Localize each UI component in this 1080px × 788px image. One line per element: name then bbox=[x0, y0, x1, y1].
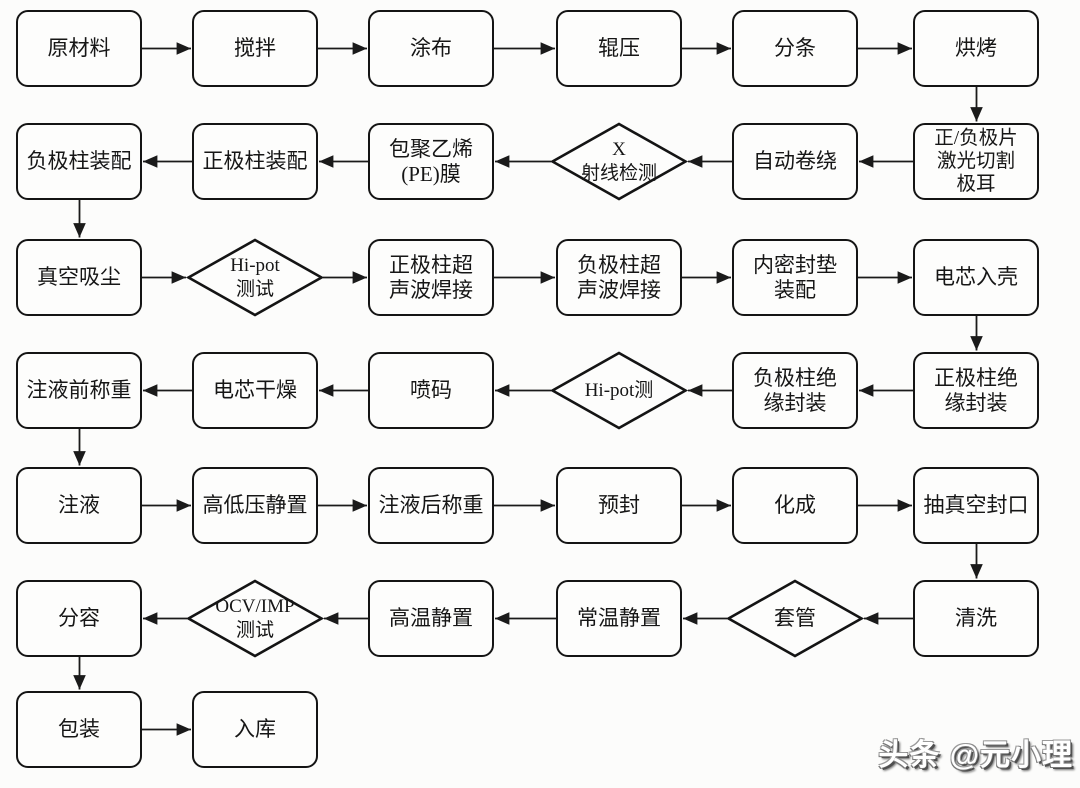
node-label: OCV/IMP 测试 bbox=[215, 596, 295, 641]
node-label: 原材料 bbox=[47, 36, 111, 61]
node-pre-sealing: 预封 bbox=[556, 467, 682, 544]
node-slitting: 分条 bbox=[732, 10, 858, 87]
node-negative-pole-insulation-sealing: 负极柱绝 缘封装 bbox=[732, 352, 858, 429]
node-cell-into-case: 电芯入壳 bbox=[913, 239, 1039, 316]
node-pre-injection-weighing: 注液前称重 bbox=[16, 352, 142, 429]
node-vacuum-sealing: 抽真空封口 bbox=[913, 467, 1039, 544]
flow-arrows bbox=[73, 42, 983, 736]
node-label: 负极柱超 声波焊接 bbox=[577, 252, 661, 302]
node-label: 套管 bbox=[774, 606, 816, 631]
watermark: 头条 @元小理 bbox=[878, 739, 1073, 772]
node-label: 预封 bbox=[598, 493, 640, 518]
node-high-temperature-standing: 高温静置 bbox=[368, 580, 494, 657]
node-label: 抽真空封口 bbox=[923, 493, 1029, 518]
node-label: 喷码 bbox=[410, 378, 452, 403]
node-positive-pole-ultrasonic-welding: 正极柱超 声波焊接 bbox=[368, 239, 494, 316]
node-auto-winding: 自动卷绕 bbox=[732, 123, 858, 200]
node-room-temperature-standing: 常温静置 bbox=[556, 580, 682, 657]
node-label: 负极柱绝 缘封装 bbox=[753, 365, 837, 415]
node-label: 辊压 bbox=[598, 36, 640, 61]
node-label: 化成 bbox=[774, 493, 816, 518]
node-label: 负极柱装配 bbox=[26, 149, 132, 174]
node-label: 正极柱装配 bbox=[202, 149, 308, 174]
node-pe-film-wrapping: 包聚乙烯 (PE)膜 bbox=[368, 123, 494, 200]
node-ocv-imp-test: OCV/IMP 测试 bbox=[185, 579, 325, 658]
node-label: 注液后称重 bbox=[378, 493, 484, 518]
diamond-shape bbox=[549, 122, 689, 201]
node-mixing: 搅拌 bbox=[192, 10, 318, 87]
node-capacity-grading: 分容 bbox=[16, 580, 142, 657]
node-label: 常温静置 bbox=[577, 606, 661, 631]
node-label: 烘烤 bbox=[955, 36, 997, 61]
node-label: 正极柱绝 缘封装 bbox=[934, 365, 1018, 415]
node-code-spraying: 喷码 bbox=[368, 352, 494, 429]
node-post-injection-weighing: 注液后称重 bbox=[368, 467, 494, 544]
node-label: 入库 bbox=[234, 717, 276, 742]
node-roll-pressing: 辊压 bbox=[556, 10, 682, 87]
diamond-shape bbox=[185, 579, 325, 658]
node-positive-pole-assembly: 正极柱装配 bbox=[192, 123, 318, 200]
node-label: X 射线检测 bbox=[580, 139, 657, 184]
node-label: 自动卷绕 bbox=[753, 149, 837, 174]
node-label: 内密封垫 装配 bbox=[753, 252, 837, 302]
node-label: 分条 bbox=[774, 36, 816, 61]
node-label: 包装 bbox=[58, 717, 100, 742]
node-vacuum-dust-removal: 真空吸尘 bbox=[16, 239, 142, 316]
node-packaging: 包装 bbox=[16, 691, 142, 768]
node-label: 注液 bbox=[58, 493, 100, 518]
node-label: 高低压静置 bbox=[202, 493, 308, 518]
diamond-shape bbox=[185, 238, 325, 317]
node-label: 清洗 bbox=[955, 606, 997, 631]
node-formation: 化成 bbox=[732, 467, 858, 544]
diamond-shape bbox=[725, 579, 865, 658]
node-label: 包聚乙烯 (PE)膜 bbox=[389, 136, 473, 186]
node-label: Hi-pot测 bbox=[584, 379, 654, 401]
node-label: 正/负极片 激光切割 极耳 bbox=[934, 128, 1018, 195]
node-label: 电芯干燥 bbox=[213, 378, 297, 403]
node-xray-inspection: X 射线检测 bbox=[549, 122, 689, 201]
node-baking: 烘烤 bbox=[913, 10, 1039, 87]
node-negative-pole-ultrasonic-welding: 负极柱超 声波焊接 bbox=[556, 239, 682, 316]
node-coating: 涂布 bbox=[368, 10, 494, 87]
node-label: 高温静置 bbox=[389, 606, 473, 631]
node-label: 真空吸尘 bbox=[37, 265, 121, 290]
node-label: 涂布 bbox=[410, 36, 452, 61]
node-label: 搅拌 bbox=[234, 36, 276, 61]
node-cell-drying: 电芯干燥 bbox=[192, 352, 318, 429]
node-sleeving: 套管 bbox=[725, 579, 865, 658]
node-label: 分容 bbox=[58, 606, 100, 631]
node-inner-seal-gasket-assembly: 内密封垫 装配 bbox=[732, 239, 858, 316]
diamond-shape bbox=[549, 351, 689, 430]
node-hipot-test: Hi-pot 测试 bbox=[185, 238, 325, 317]
node-high-low-pressure-standing: 高低压静置 bbox=[192, 467, 318, 544]
node-raw-material: 原材料 bbox=[16, 10, 142, 87]
node-negative-pole-assembly: 负极柱装配 bbox=[16, 123, 142, 200]
node-label: Hi-pot 测试 bbox=[230, 255, 280, 300]
node-electrolyte-injection: 注液 bbox=[16, 467, 142, 544]
node-warehousing: 入库 bbox=[192, 691, 318, 768]
node-electrode-laser-cutting: 正/负极片 激光切割 极耳 bbox=[913, 123, 1039, 200]
node-label: 电芯入壳 bbox=[934, 265, 1018, 290]
node-label: 注液前称重 bbox=[26, 378, 132, 403]
node-cleaning: 清洗 bbox=[913, 580, 1039, 657]
node-label: 正极柱超 声波焊接 bbox=[389, 252, 473, 302]
node-hipot-test-2: Hi-pot测 bbox=[549, 351, 689, 430]
node-positive-pole-insulation-sealing: 正极柱绝 缘封装 bbox=[913, 352, 1039, 429]
